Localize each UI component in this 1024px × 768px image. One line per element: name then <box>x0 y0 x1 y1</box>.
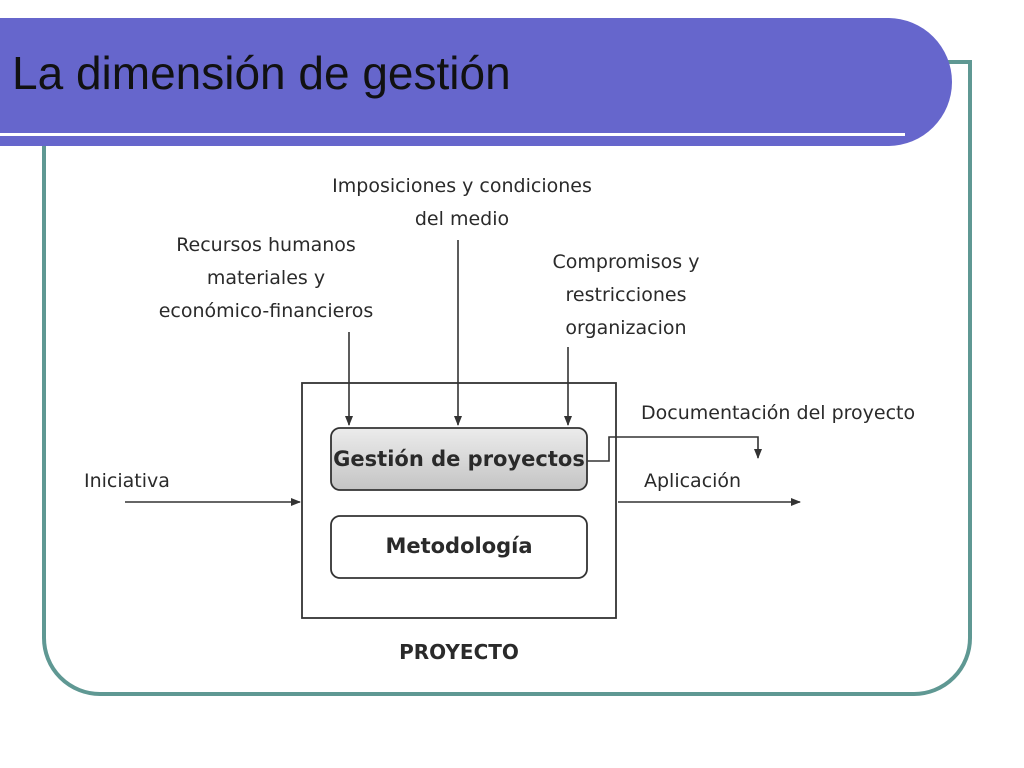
title-bar <box>0 18 952 146</box>
resources-label-line-2: materiales y <box>207 267 325 289</box>
initiative-label: Iniciativa <box>84 470 170 492</box>
application-label: Aplicación <box>644 470 741 492</box>
commitments-label-line-1: Compromisos y <box>553 251 700 273</box>
project-box <box>301 382 617 619</box>
commitments-label-line-2: restricciones <box>566 284 687 306</box>
title-underline <box>0 133 905 136</box>
documentation-connector <box>587 436 762 462</box>
documentation-label: Documentación del proyecto <box>641 402 915 424</box>
resources-label-line-1: Recursos humanos <box>176 234 356 256</box>
methodology-box <box>330 515 588 579</box>
content-frame <box>42 60 972 696</box>
commitments-label-line-3: organizacion <box>565 317 686 339</box>
methodology-label: Metodología <box>385 534 532 558</box>
slide-title: La dimensión de gestión <box>12 47 511 99</box>
project-management-label: Gestión de proyectos <box>333 447 585 471</box>
impositions-label-line-2: del medio <box>415 208 509 230</box>
project-management-box <box>330 427 588 491</box>
impositions-label-line-1: Imposiciones y condiciones <box>332 175 592 197</box>
project-label: PROYECTO <box>399 640 519 664</box>
resources-label-line-3: económico-financieros <box>159 300 374 322</box>
